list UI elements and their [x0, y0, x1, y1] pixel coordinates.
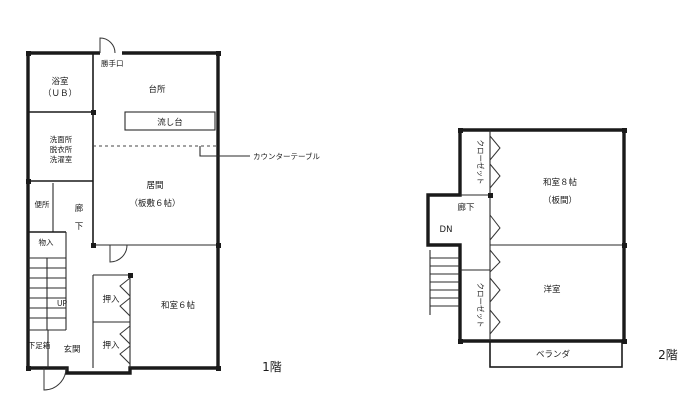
floor1-title: 1階 [262, 359, 282, 374]
floor1-outer-wall [26, 51, 220, 375]
label-hall-2: 下 [75, 222, 84, 232]
label-washitsu-2: 和室８帖 [543, 177, 578, 188]
door-entrance [43, 367, 67, 391]
label-closet-2: 押入 [102, 340, 120, 351]
door-closet-bottom-b [489, 309, 501, 335]
label-stair-down: DN [440, 225, 453, 235]
label-washroom-1: 洗面所 [50, 134, 73, 144]
door-closet-2b [119, 345, 131, 365]
label-entrance: 玄関 [63, 344, 80, 355]
label-western: 洋室 [543, 284, 561, 295]
label-living: 居間 [146, 181, 163, 191]
label-bath: 浴室 [51, 76, 69, 87]
veranda [489, 340, 623, 368]
door-closet-bottom-a [489, 277, 501, 303]
label-washroom-3: 洗濯室 [50, 154, 73, 164]
door-closet-top-a [489, 135, 501, 161]
label-hall-2f: 廊下 [457, 202, 475, 213]
sink-counter [124, 111, 216, 131]
label-sink: 流し台 [157, 117, 183, 128]
label-veranda: ベランダ [536, 349, 571, 360]
label-living-sub: （板敷６帖） [129, 198, 180, 209]
label-storage: 物入 [39, 237, 54, 247]
label-stair-up: UP [57, 299, 67, 308]
door-closet-top-b [489, 163, 501, 189]
floor1-stairs [28, 257, 66, 330]
floor2-stairs [429, 250, 460, 315]
door-washitsu-2 [489, 214, 501, 241]
door-closet-2a [119, 325, 131, 345]
door-service-entrance [99, 37, 116, 54]
label-closet-bottom: クローゼット [476, 283, 486, 328]
label-washroom-2: 脱衣所 [50, 144, 73, 154]
door-closet-1b [119, 297, 131, 317]
label-kitchen: 台所 [148, 84, 166, 95]
floor1-posts [26, 51, 221, 371]
door-washitsu [109, 244, 128, 263]
label-shoebox: 下足箱 [28, 340, 51, 350]
label-closet-1: 押入 [102, 294, 120, 305]
label-toilet: 便所 [35, 199, 50, 209]
label-washitsu-2-sub: （板間） [543, 195, 577, 206]
label-service-entrance: 勝手口 [101, 58, 124, 68]
label-counter-table: カウンターテーブル [253, 151, 321, 161]
floor2-title: 2階 [658, 347, 678, 362]
label-closet-top: クローゼット [476, 140, 486, 185]
floor2-outer-wall [426, 128, 626, 343]
floor-2-plan: クローゼット 和室８帖 （板間） 廊下 DN クローゼット 洋室 ベランダ 2階 [426, 128, 678, 368]
counter-table-leader [199, 146, 250, 157]
label-bath-sub: （ＵＢ） [43, 88, 77, 99]
label-washitsu: 和室６帖 [161, 300, 196, 311]
door-closet-1a [119, 277, 131, 297]
floor-1-plan: 浴室 （ＵＢ） 勝手口 台所 流し台 洗面所 脱衣所 洗濯室 カウンターテーブル… [26, 37, 321, 391]
door-western [489, 249, 501, 273]
label-hall: 廊 [75, 203, 84, 214]
floor2-posts [458, 128, 627, 344]
